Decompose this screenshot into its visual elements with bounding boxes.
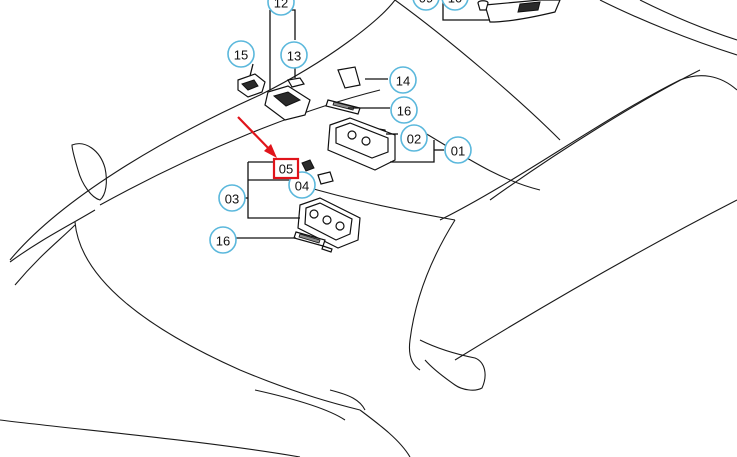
svg-text:16: 16 xyxy=(216,234,230,249)
callout-14: 14 xyxy=(389,66,417,94)
part-14-lens xyxy=(337,66,361,89)
part-03-console xyxy=(297,197,361,249)
part-16-bottom-strip xyxy=(293,231,333,253)
callout-05-highlighted: 05 xyxy=(272,157,300,180)
callout-12: 12 xyxy=(267,0,295,16)
svg-text:01: 01 xyxy=(451,144,465,159)
callout-16-bottom: 16 xyxy=(209,226,237,254)
part-13-bulb xyxy=(287,77,305,88)
callout-01: 01 xyxy=(444,136,472,164)
part-16-top-strip xyxy=(325,99,361,115)
svg-text:09: 09 xyxy=(419,0,433,6)
svg-text:03: 03 xyxy=(225,192,239,207)
svg-text:12: 12 xyxy=(274,0,288,11)
svg-text:10: 10 xyxy=(448,0,462,6)
callout-16-top: 16 xyxy=(390,96,418,124)
part-sunroof-switch xyxy=(477,0,561,23)
part-01-console xyxy=(327,117,396,171)
part-15-housing xyxy=(237,73,266,98)
callout-13: 13 xyxy=(280,41,308,69)
svg-text:05: 05 xyxy=(279,162,293,177)
svg-text:04: 04 xyxy=(295,179,309,194)
leader-lines xyxy=(236,0,490,239)
callout-02: 02 xyxy=(400,124,428,152)
callout-09: 09 xyxy=(412,0,440,11)
svg-text:15: 15 xyxy=(234,48,248,63)
red-arrow-icon xyxy=(237,116,277,158)
callout-10: 10 xyxy=(441,0,469,11)
svg-text:16: 16 xyxy=(397,104,411,119)
part-12-lamp xyxy=(264,85,311,121)
callout-03: 03 xyxy=(218,184,246,212)
svg-text:14: 14 xyxy=(396,74,410,89)
callout-15: 15 xyxy=(227,40,255,68)
part-04-bulbs xyxy=(301,159,334,185)
svg-text:13: 13 xyxy=(287,49,301,64)
svg-text:02: 02 xyxy=(407,132,421,147)
